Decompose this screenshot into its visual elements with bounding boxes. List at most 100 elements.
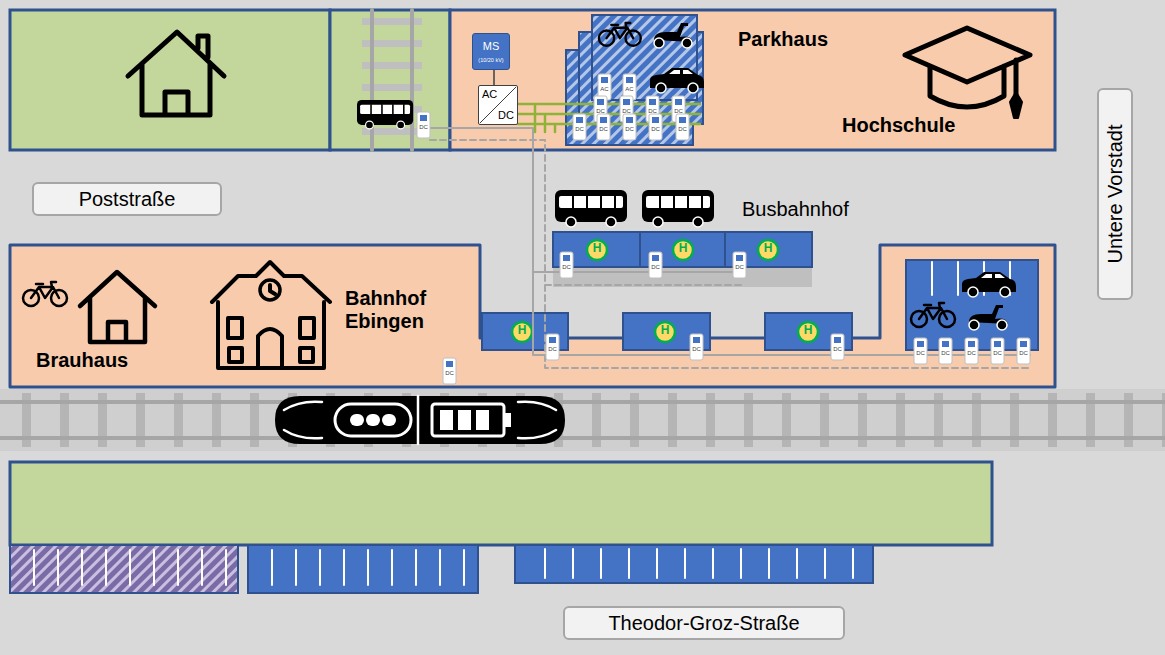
parking (248, 545, 478, 593)
charger-type: DC (991, 350, 1004, 357)
charging-station (560, 252, 573, 278)
wheel (1000, 287, 1010, 297)
rail (372, 10, 412, 150)
battery-bar (476, 410, 489, 430)
wheel (968, 287, 978, 297)
frame (31, 282, 59, 298)
wheel (366, 121, 374, 129)
station-area-text: Brauhaus (36, 349, 128, 372)
area-label: Busbahnhof (742, 198, 849, 221)
charger-body (676, 114, 689, 140)
charger-body (573, 114, 586, 140)
charging-station (831, 334, 844, 360)
windows (669, 70, 693, 74)
station-area: BrauhausBahnhof Ebingen (10, 245, 1055, 387)
charger-display (1020, 341, 1027, 347)
charger-body (594, 96, 607, 122)
charging-station (733, 252, 746, 278)
charger-body (690, 334, 703, 360)
wheel (688, 83, 698, 93)
charger-display (679, 117, 686, 123)
window-bars (660, 196, 702, 208)
grid-cable (424, 128, 1030, 355)
house-icon (80, 272, 155, 342)
charger-body (991, 338, 1004, 364)
charging-station (965, 338, 978, 364)
charger-body (965, 338, 978, 364)
charger-type: DC (443, 370, 456, 377)
charger-display (942, 341, 949, 347)
charger-display (968, 341, 975, 347)
charging-station (594, 96, 607, 122)
charger-display (563, 255, 570, 261)
windows (981, 274, 1005, 278)
train-windows (335, 404, 411, 436)
platform-band (553, 267, 812, 287)
charging-station (649, 114, 662, 140)
wheel (566, 217, 576, 227)
charger-type: DC (597, 126, 610, 133)
diagonal-line (480, 87, 516, 123)
charger-type: DC (914, 350, 927, 357)
ms-station: MS(10/20 kV) (472, 33, 510, 70)
wheel (653, 217, 663, 227)
charger-type: DC (546, 346, 559, 353)
bus-stop-sign (673, 240, 693, 260)
wheel (969, 320, 979, 330)
charger-display (834, 337, 841, 343)
bus-stop-sign (512, 322, 532, 342)
charger-display (601, 77, 608, 83)
car-icon (650, 68, 704, 93)
graduation-cap-icon (905, 28, 1030, 107)
train-window (382, 414, 396, 426)
charger-body (733, 252, 746, 278)
window-bars (371, 105, 404, 114)
charger-type: DC (733, 264, 746, 271)
charger-body (1017, 338, 1030, 364)
train-window (350, 414, 364, 426)
charger-display (626, 77, 633, 83)
scooter-icon (654, 23, 693, 48)
charger-body (646, 96, 659, 122)
charger-display (994, 341, 1001, 347)
charger-type: AC (623, 86, 636, 93)
charger-display (446, 361, 453, 367)
body (357, 100, 413, 125)
clock-icon (260, 280, 280, 300)
charger-body (620, 96, 633, 122)
frame (919, 303, 947, 319)
parking-planned (10, 545, 238, 593)
charger-type: DC (646, 108, 659, 115)
wheel (654, 38, 664, 48)
charger-type: DC (560, 264, 573, 271)
charger-display (675, 99, 682, 105)
charger-body (623, 114, 636, 140)
rail-spur (362, 10, 422, 150)
charger-display (736, 255, 743, 261)
main-track (0, 393, 1165, 447)
bus-icon (357, 100, 413, 129)
charger-display (652, 117, 659, 123)
charger-type: DC (417, 124, 430, 131)
frame (607, 23, 634, 38)
charger-body (649, 252, 662, 278)
charging-station (649, 252, 662, 278)
street-label: Theodor-Groz-Straße (563, 606, 845, 640)
charger-body (597, 114, 610, 140)
charger-type: AC (598, 86, 611, 93)
charging-station (573, 114, 586, 140)
charger-display (623, 99, 630, 105)
windows (360, 105, 410, 114)
bus-stop-sign (798, 322, 818, 342)
body (555, 190, 627, 222)
wheel (656, 83, 666, 93)
house-icon (128, 32, 224, 115)
charging-station (417, 112, 430, 138)
bicycle-icon (23, 282, 67, 306)
wheel (693, 217, 703, 227)
charger-display (652, 255, 659, 261)
bus-stop-letter: H (587, 242, 607, 256)
parking-stripes (34, 549, 853, 585)
wheel (682, 38, 692, 48)
